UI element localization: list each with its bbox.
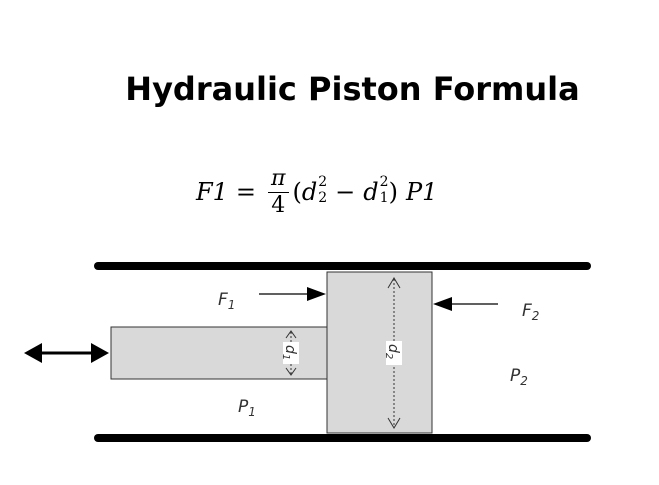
f1-label: F1 xyxy=(218,290,235,312)
formula-minus: − xyxy=(335,178,356,206)
formula-rhs: P1 xyxy=(405,178,438,206)
formula-equals: = xyxy=(235,178,257,206)
formula-d-outer-sup: 2 xyxy=(318,174,328,190)
formula-d-outer-scripts: 2 2 xyxy=(318,175,327,205)
d1-dimension xyxy=(283,330,299,376)
f2-label: F2 xyxy=(522,301,539,323)
piston-head xyxy=(326,271,433,434)
formula-d-inner-sub: 1 xyxy=(379,190,389,206)
formula-open-paren: ( xyxy=(292,178,302,206)
formula-fraction: π 4 xyxy=(268,167,289,218)
formula-d-inner-sup: 2 xyxy=(379,174,389,190)
formula-d-outer: d xyxy=(301,178,318,206)
formula-d-inner: d xyxy=(363,178,379,206)
f2-arrow xyxy=(433,297,498,311)
formula-d-inner-scripts: 2 1 xyxy=(380,175,389,205)
formula-d-outer-sub: 2 xyxy=(318,190,328,206)
formula-numerator: π xyxy=(268,167,289,193)
d1-label: d1 xyxy=(280,345,298,360)
piston-formula: F1 = π 4 ( d 2 2 − d 2 1 ) P1 xyxy=(196,160,437,224)
formula-close-paren: ) xyxy=(388,178,398,206)
formula-denominator: 4 xyxy=(271,192,286,218)
f1-arrow xyxy=(259,287,326,301)
page-title: Hydraulic Piston Formula xyxy=(125,70,580,108)
d2-dimension xyxy=(386,277,402,429)
formula-lhs: F1 xyxy=(196,178,228,206)
d2-label: d2 xyxy=(383,344,401,359)
p2-label: P2 xyxy=(510,366,528,388)
p1-label: P1 xyxy=(238,397,256,419)
rod-motion-arrow xyxy=(24,343,109,363)
